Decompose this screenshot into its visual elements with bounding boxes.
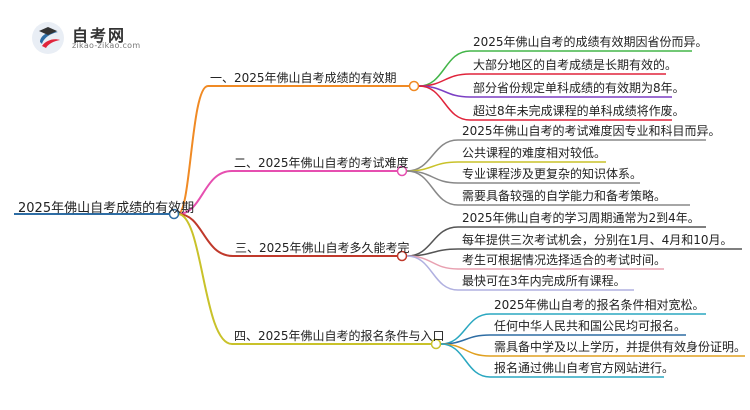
leaf-3-4-curve (406, 255, 459, 291)
leaf-2-4: 需要具备较强的自学能力和备考策略。 (462, 189, 667, 203)
branch-4-connector-dot (430, 338, 442, 350)
leaf-4-4-curve (440, 343, 491, 378)
leaf-3-2-curve (406, 248, 459, 257)
leaf-1-1: 2025年佛山自考的成绩有效期因省份而异。 (473, 35, 708, 49)
branch-4-node: 四、2025年佛山自考的报名条件与入口 (234, 329, 445, 343)
leaf-3-2: 每年提供三次考试机会，分别在1月、4月和10月。 (462, 233, 733, 247)
leaf-3-1: 2025年佛山自考的学习周期通常为2到4年。 (462, 211, 700, 225)
root-connector-dot (168, 208, 180, 220)
leaf-3-3: 考生可根据情况选择适合的考试时间。 (462, 253, 667, 267)
leaf-2-2: 公共课程的难度相对较低。 (462, 146, 607, 160)
leaf-4-1: 2025年佛山自考的报名条件相对宽松。 (494, 298, 705, 312)
branch-3-connector-dot (396, 250, 408, 262)
leaf-2-4-curve (406, 170, 459, 206)
branch-1-curve (177, 85, 209, 215)
leaf-1-4-curve (418, 85, 471, 121)
leaf-1-3: 部分省份规定单科成绩的有效期为8年。 (473, 81, 685, 95)
leaf-4-4: 报名通过佛山自考官方网站进行。 (494, 361, 675, 375)
leaf-4-3: 需具备中学及以上学历，并提供有效身份证明。 (494, 340, 747, 354)
branch-2-node: 二、2025年佛山自考的考试难度 (234, 156, 409, 170)
leaf-2-3: 专业课程涉及更复杂的知识体系。 (462, 167, 643, 181)
leaf-4-2: 任何中华人民共和国公民均可报名。 (494, 319, 687, 333)
branch-2-curve (177, 170, 233, 215)
leaf-1-2: 大部分地区的自考成绩是长期有效的。 (473, 58, 678, 72)
leaf-2-1: 2025年佛山自考的考试难度因专业和科目而异。 (462, 124, 721, 138)
leaf-1-4: 超过8年未完成课程的单科成绩将作废。 (473, 104, 685, 118)
logo-subtitle: zikao-zikao.com (72, 41, 141, 50)
branch-3-node: 三、2025年佛山自考多久能考完 (235, 241, 410, 255)
root-node: 2025年佛山自考成绩的有效期 (18, 201, 195, 216)
leaf-3-1-curve (406, 226, 459, 257)
logo-title: 自考网 (72, 26, 127, 45)
branch-1-connector-dot (408, 80, 420, 92)
branch-1-node: 一、2025年佛山自考成绩的有效期 (210, 71, 397, 85)
branch-2-connector-dot (396, 165, 408, 177)
graduation-cap-icon (32, 22, 64, 54)
branch-4-curve (177, 213, 233, 345)
leaf-3-4: 最快可在3年内完成所有课程。 (462, 274, 626, 288)
branch-3-curve (177, 213, 234, 257)
